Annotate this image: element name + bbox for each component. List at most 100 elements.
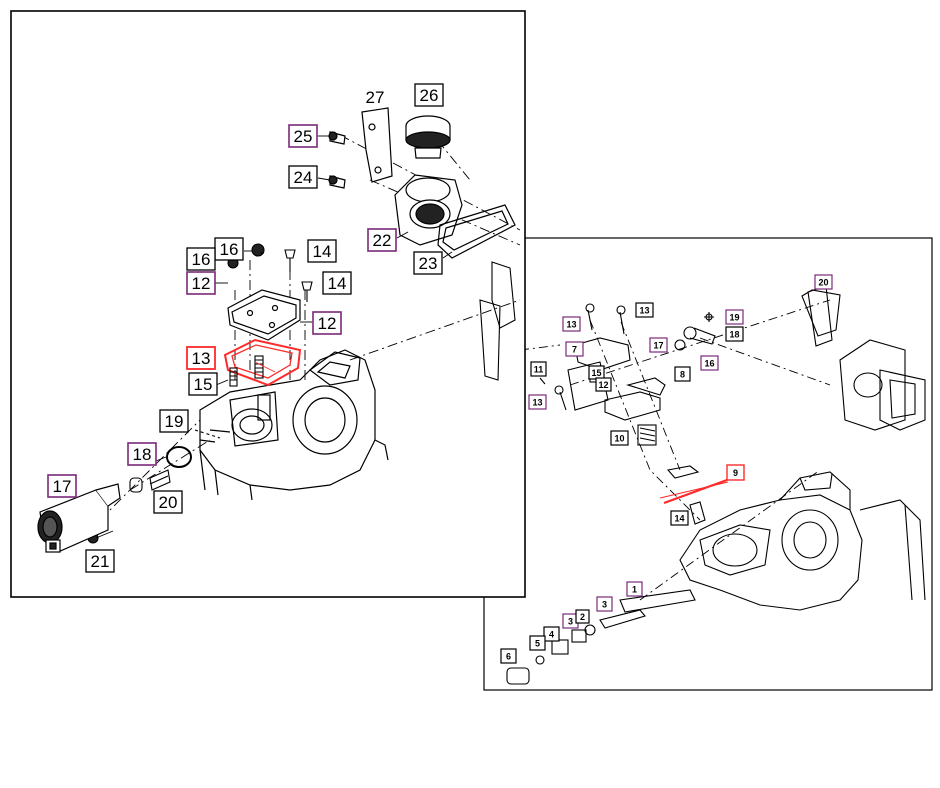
svg-text:3: 3 — [602, 600, 607, 610]
right-panel: 20 13 13 19 18 17 16 7 15 12 8 11 13 10 … — [483, 237, 933, 691]
svg-text:12: 12 — [318, 314, 337, 333]
left-panel: 27 26 25 24 22 23 16 14 16 12 14 12 13 1… — [10, 10, 526, 598]
svg-text:1: 1 — [632, 585, 637, 595]
svg-text:14: 14 — [674, 514, 684, 524]
callout-r-20: 20 — [814, 274, 833, 290]
callout-l-15: 15 — [188, 372, 218, 396]
callout-r-5: 5 — [529, 635, 546, 651]
callout-l-12b: 12 — [312, 311, 342, 335]
callout-r-16: 16 — [700, 355, 719, 371]
callout-r-10: 10 — [610, 430, 629, 446]
svg-text:13: 13 — [532, 398, 542, 408]
callout-r-17: 17 — [649, 337, 668, 353]
callout-r-7: 7 — [565, 341, 584, 357]
svg-text:13: 13 — [192, 349, 211, 368]
callout-r-14: 14 — [670, 510, 689, 526]
callout-r-12: 12 — [595, 377, 612, 392]
svg-text:20: 20 — [818, 278, 828, 288]
left-callout-leaders — [95, 135, 453, 539]
callout-l-14a: 14 — [307, 239, 337, 263]
callout-l-25: 25 — [288, 124, 318, 148]
svg-text:25: 25 — [294, 127, 313, 146]
svg-text:13: 13 — [639, 306, 649, 316]
svg-text:17: 17 — [53, 477, 72, 496]
svg-text:10: 10 — [614, 434, 624, 444]
callout-l-13: 13 — [186, 346, 216, 370]
callout-l-20: 20 — [153, 490, 183, 514]
callout-l-16a: 16 — [214, 237, 244, 261]
svg-text:14: 14 — [313, 242, 332, 261]
callout-r-2: 2 — [575, 609, 590, 624]
svg-text:13: 13 — [566, 320, 576, 330]
svg-text:26: 26 — [420, 86, 439, 105]
svg-text:16: 16 — [192, 250, 211, 269]
callout-r-8: 8 — [674, 366, 691, 382]
callout-l-17: 17 — [47, 474, 77, 498]
cover-plate — [227, 289, 301, 341]
svg-text:15: 15 — [194, 375, 213, 394]
svg-text:16: 16 — [704, 359, 714, 369]
svg-text:21: 21 — [91, 552, 110, 571]
callout-l-27: 27 — [366, 88, 385, 107]
callout-r-13b: 13 — [635, 302, 654, 318]
callout-r-3a: 3 — [596, 596, 613, 612]
svg-text:17: 17 — [653, 341, 663, 351]
svg-text:4: 4 — [549, 630, 554, 640]
callout-r-11: 11 — [530, 361, 547, 377]
top-parts — [328, 107, 516, 259]
callout-l-24: 24 — [288, 165, 318, 189]
svg-text:19: 19 — [729, 313, 739, 323]
callout-l-19: 19 — [159, 409, 189, 433]
callout-l-26: 26 — [414, 83, 444, 107]
svg-text:9: 9 — [733, 468, 738, 478]
callout-l-23: 23 — [413, 251, 443, 275]
svg-text:2: 2 — [580, 612, 585, 622]
svg-text:15: 15 — [591, 368, 601, 378]
callout-r-15: 15 — [588, 365, 605, 380]
callout-r-6: 6 — [500, 648, 517, 664]
svg-text:19: 19 — [165, 412, 184, 431]
callout-r-13a: 13 — [562, 316, 581, 332]
gasket-13 — [223, 338, 302, 387]
callout-l-12a: 12 — [186, 271, 216, 295]
right-engine-body — [487, 247, 926, 613]
svg-text:27: 27 — [366, 88, 385, 107]
svg-text:3: 3 — [568, 617, 573, 627]
svg-text:14: 14 — [328, 274, 347, 293]
left-engine-edge — [479, 261, 516, 381]
svg-text:23: 23 — [419, 254, 438, 273]
callout-r-4: 4 — [543, 626, 560, 642]
callout-r-19: 19 — [725, 309, 744, 325]
left-engine-body — [199, 349, 389, 501]
svg-text:8: 8 — [680, 370, 685, 380]
svg-text:7: 7 — [572, 345, 577, 355]
solenoid-17 — [37, 483, 121, 553]
callout-r-1: 1 — [626, 581, 643, 597]
right-panel-frame — [483, 237, 933, 691]
svg-text:18: 18 — [729, 330, 739, 340]
svg-text:11: 11 — [534, 365, 544, 375]
callout-l-16b: 16 — [186, 247, 216, 271]
callout-r-13c: 13 — [528, 394, 547, 410]
svg-text:12: 12 — [598, 380, 608, 390]
callout-l-22: 22 — [367, 228, 397, 252]
left-callouts: 27 26 25 24 22 23 16 14 16 12 14 12 13 1… — [47, 83, 444, 573]
svg-text:22: 22 — [373, 231, 392, 250]
callout-r-9: 9 — [726, 464, 745, 481]
svg-text:16: 16 — [220, 240, 239, 259]
svg-text:6: 6 — [506, 652, 511, 662]
svg-text:5: 5 — [535, 639, 540, 649]
svg-text:18: 18 — [133, 445, 152, 464]
gasket-13-inner — [231, 344, 293, 379]
callout-l-21: 21 — [85, 549, 115, 573]
svg-text:12: 12 — [192, 274, 211, 293]
callout-r-18: 18 — [725, 326, 744, 342]
svg-text:20: 20 — [159, 493, 178, 512]
right-callouts: 20 13 13 19 18 17 16 7 15 12 8 11 13 10 … — [500, 274, 833, 664]
right-leader-lines — [519, 299, 831, 601]
callout-l-18: 18 — [127, 442, 157, 466]
highlight-line-9 — [663, 478, 728, 505]
highlight-leader-9 — [659, 481, 729, 499]
svg-text:24: 24 — [294, 168, 313, 187]
